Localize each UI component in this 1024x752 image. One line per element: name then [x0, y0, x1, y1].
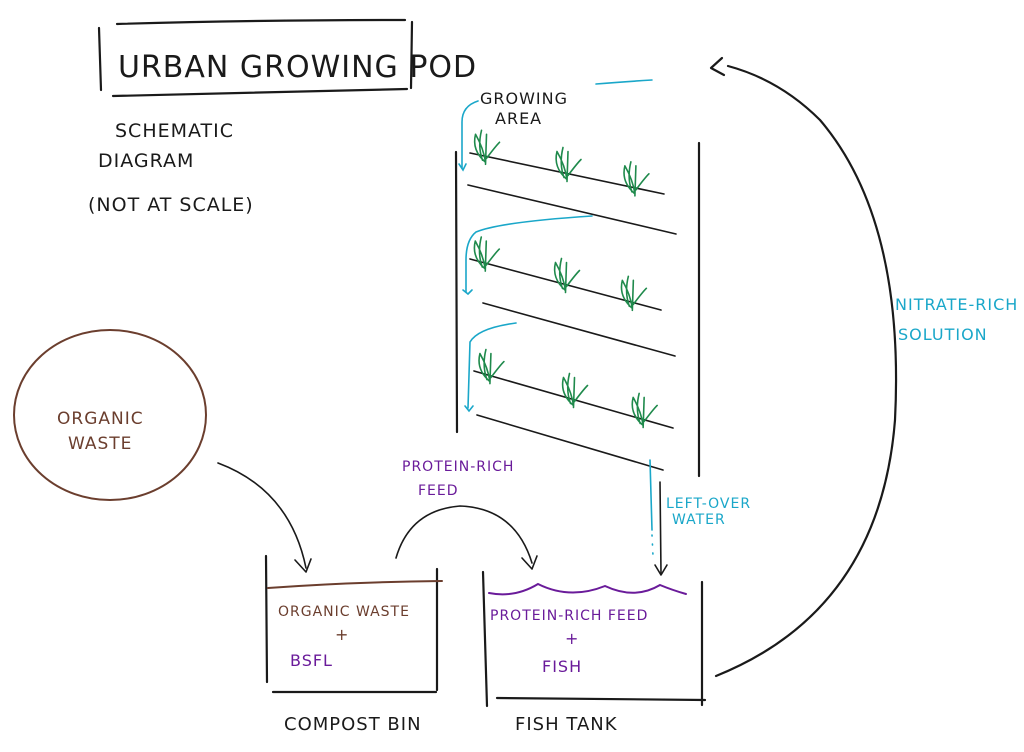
fish-tank-water-surface — [488, 582, 687, 596]
fish-tank-left-wall — [481, 570, 489, 708]
title-box-right-edge — [409, 20, 414, 90]
protein-feed-label-line-2: FEED — [418, 483, 459, 499]
plant-icon — [623, 161, 650, 197]
plant-icon — [555, 146, 582, 183]
tier-1-shelf-bottom — [467, 184, 677, 235]
compost-bin-left-wall — [264, 554, 269, 684]
plant-icon — [620, 275, 648, 312]
leftover-label-line-1: LEFT-OVER — [666, 496, 751, 512]
title-box-left-edge — [97, 26, 103, 92]
nitrate-return-arrow — [714, 64, 898, 678]
tier-2-drip-line — [465, 215, 593, 293]
nitrate-arrow-head-icon — [709, 56, 726, 77]
fish-tank-content-line-1: PROTEIN-RICH FEED — [490, 608, 648, 624]
compost-bin: ORGANIC WASTE + BSFL COMPOST BIN — [264, 554, 443, 735]
plant-icon — [473, 236, 501, 272]
plants-group — [473, 129, 658, 429]
subtitle-line-3: (NOT AT SCALE) — [88, 194, 254, 216]
tier-1-drip-line — [461, 100, 479, 169]
subtitle-line-1: SCHEMATIC — [115, 120, 234, 142]
diagram-title: URBAN GROWING POD — [118, 50, 477, 85]
nitrate-return-flow: NITRATE-RICH SOLUTION — [709, 56, 1018, 678]
water-inlet-line — [595, 79, 653, 85]
growing-tower: GROWING AREA — [454, 79, 701, 557]
plant-icon — [631, 392, 658, 429]
leftover-water-drain-line — [649, 459, 653, 531]
subtitle: SCHEMATIC DIAGRAM (NOT AT SCALE) — [88, 120, 254, 216]
leftover-water-flow: LEFT-OVER WATER — [654, 481, 751, 576]
fish-tank-floor — [495, 696, 707, 702]
tier-2-drip-arrow-icon — [462, 289, 473, 296]
tier-2-shelf-bottom — [482, 302, 676, 357]
compost-content-line-1: ORGANIC WASTE — [278, 604, 410, 620]
compost-bin-label: COMPOST BIN — [284, 714, 422, 735]
protein-feed-label-line-1: PROTEIN-RICH — [402, 459, 514, 475]
plant-icon — [561, 372, 589, 409]
compost-to-tank-arrow-head-icon — [521, 555, 538, 570]
leftover-label-line-2: WATER — [672, 512, 726, 528]
compost-content-plus: + — [335, 625, 349, 644]
fish-tank: PROTEIN-RICH FEED + FISH FISH TANK — [481, 570, 707, 735]
leftover-water-arrow — [659, 481, 662, 574]
nitrate-label-line-1: NITRATE-RICH — [895, 295, 1018, 314]
plant-icon — [473, 129, 501, 166]
organic-waste-circle — [13, 329, 207, 501]
leftover-water-arrow-head-icon — [654, 564, 668, 576]
waste-to-compost-arrow-head-icon — [294, 558, 312, 573]
tower-left-wall — [454, 150, 459, 434]
fish-tank-content-line-2: FISH — [542, 657, 582, 676]
tier-3-drip-arrow-icon — [464, 405, 474, 413]
nitrate-label-line-2: SOLUTION — [898, 325, 988, 344]
organic-waste-source: ORGANIC WASTE — [13, 329, 312, 573]
waste-to-compost-arrow — [217, 462, 307, 569]
protein-feed-flow: PROTEIN-RICH FEED — [395, 459, 538, 570]
plant-icon — [553, 257, 581, 294]
tier-3-shelf-bottom — [476, 414, 664, 471]
organic-waste-label-line-2: WASTE — [68, 434, 132, 454]
title-box: URBAN GROWING POD — [97, 18, 477, 98]
growing-area-label-line-2: AREA — [495, 109, 542, 128]
tier-3-drip-line — [467, 322, 517, 409]
growing-area-label-line-1: GROWING — [480, 89, 568, 108]
organic-waste-label-line-1: ORGANIC — [57, 409, 144, 429]
subtitle-line-2: DIAGRAM — [98, 150, 194, 172]
title-box-bottom-edge — [111, 87, 409, 98]
title-box-top-edge — [115, 18, 407, 26]
plant-icon — [478, 348, 505, 385]
leftover-water-drops — [651, 534, 654, 557]
compost-to-tank-arrow — [395, 505, 533, 564]
compost-content-line-2: BSFL — [290, 651, 333, 670]
fish-tank-label: FISH TANK — [515, 714, 618, 735]
fish-tank-content-plus: + — [565, 629, 579, 648]
tier-1-drip-arrow-icon — [458, 163, 467, 172]
compost-fill-line — [267, 580, 443, 589]
